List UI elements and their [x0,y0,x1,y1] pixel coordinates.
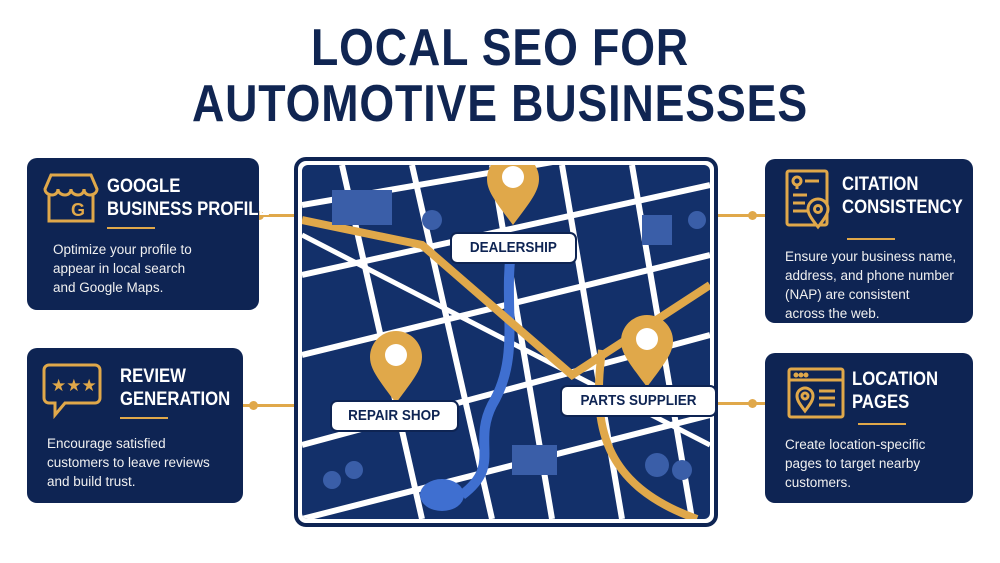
map-buildings [332,190,672,475]
connector-review [243,404,299,407]
connector-google [259,214,299,217]
citation-document-icon [785,169,830,230]
lake [420,479,464,511]
river [458,244,517,499]
pin-label-parts-supplier[interactable]: PARTS SUPPLIER [560,385,717,417]
connector-citation [714,214,765,217]
card-title-line: GOOGLE [107,176,181,197]
connector-dot [249,401,258,410]
pin-parts-supplier-icon [621,315,673,387]
divider [847,238,895,240]
pin-repair-shop-icon [370,331,422,403]
page-title-line-2: AUTOMOTIVE BUSINESSES [191,75,809,133]
connector-dot [748,399,757,408]
map-pins [370,165,673,403]
connector-dot [748,211,757,220]
pin-label-dealership[interactable]: DEALERSHIP [450,232,577,264]
divider [107,227,155,229]
svg-text:G: G [71,200,85,220]
divider [858,423,906,425]
storefront-icon: G [43,173,99,223]
map-trees [323,210,706,489]
card-description: Ensure your business name,address, and p… [785,249,957,321]
page-title-line-1: LOCAL SEO FOR [310,19,690,77]
review-stars-icon: ★★★ [42,363,102,420]
pin-label-repair-shop[interactable]: REPAIR SHOP [330,400,459,432]
svg-text:★★★: ★★★ [51,376,97,396]
card-title-line: BUSINESS PROFILE [107,199,270,220]
connector-dot [255,211,264,220]
pin-dealership-icon [487,165,539,225]
connector-location [714,402,765,405]
city-map [294,157,718,527]
divider [120,417,168,419]
location-page-icon [787,367,845,419]
